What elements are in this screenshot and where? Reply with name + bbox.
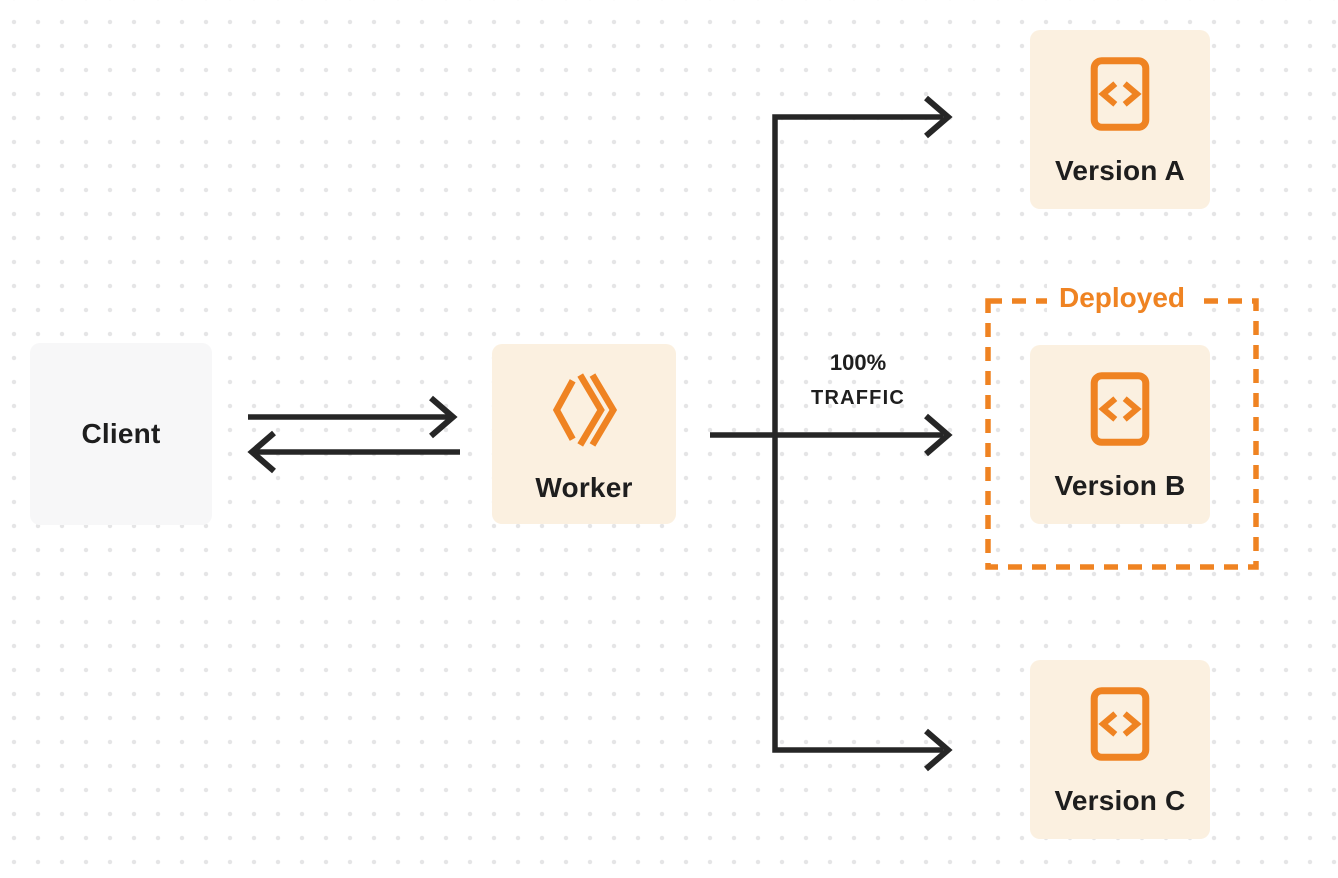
arrow-worker-to-version-b-head <box>924 413 953 457</box>
traffic-percent: 100% <box>829 350 887 375</box>
cloudflare-worker-icon <box>552 373 617 447</box>
code-file-icon <box>1090 372 1150 446</box>
arrow-version-a-head <box>924 95 953 139</box>
version-b-label: Version B <box>1054 470 1186 501</box>
version-c-label: Version C <box>1054 785 1186 816</box>
version-c-node: Version C <box>1030 660 1210 839</box>
client-node: Client <box>30 343 212 525</box>
version-a-node: Version A <box>1030 30 1210 209</box>
client-label: Client <box>81 418 161 449</box>
code-file-icon <box>1090 57 1150 131</box>
code-file-icon <box>1090 687 1150 761</box>
arrow-worker-to-client-head <box>247 430 276 474</box>
version-b-node: Version B <box>1030 345 1210 524</box>
deployed-label: Deployed <box>1046 282 1198 314</box>
traffic-annotation: 100% TRAFFIC <box>788 350 928 410</box>
traffic-word: TRAFFIC <box>811 387 905 409</box>
branch-line <box>772 114 943 753</box>
worker-node: Worker <box>492 344 676 524</box>
version-a-label: Version A <box>1055 155 1185 186</box>
arrow-client-to-worker-head <box>429 395 458 439</box>
arrow-version-c-head <box>924 728 953 772</box>
worker-label: Worker <box>535 472 633 503</box>
deployed-group-frame: Deployed <box>985 282 1259 570</box>
